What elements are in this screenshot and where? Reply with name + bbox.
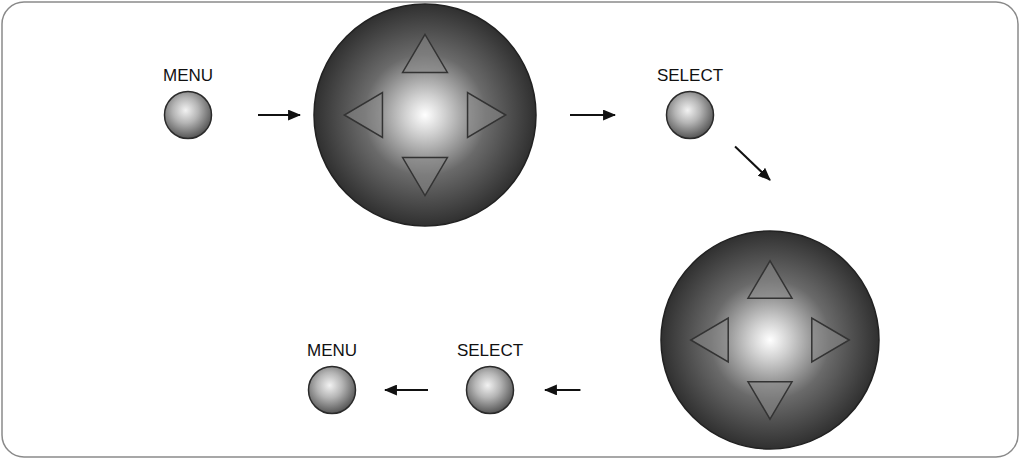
button-symbol	[465, 365, 515, 415]
button-label: MENU	[282, 340, 382, 362]
button-label: MENU	[138, 65, 238, 87]
flow-arrow	[735, 147, 770, 180]
flow-arrow	[545, 389, 580, 391]
direction-pad-symbol	[313, 3, 537, 227]
direction-arrow	[691, 318, 728, 362]
direction-pad-symbol	[660, 230, 880, 450]
push-button: MENU	[282, 340, 382, 415]
direction-arrow	[812, 318, 849, 362]
button-label: SELECT	[440, 340, 540, 362]
button-label: SELECT	[640, 65, 740, 87]
button-symbol	[307, 365, 357, 415]
button-symbol	[163, 90, 213, 140]
button-body	[467, 367, 514, 414]
flow-arrow	[258, 114, 300, 116]
pad-body	[661, 231, 879, 449]
direction-arrow	[468, 93, 506, 138]
button-body	[165, 92, 212, 139]
push-button: MENU	[138, 65, 238, 140]
button-body	[309, 367, 356, 414]
direction-pad	[660, 230, 880, 450]
direction-arrow	[403, 34, 448, 72]
direction-arrow	[403, 158, 448, 196]
direction-pad	[313, 3, 537, 227]
direction-arrow	[344, 93, 382, 138]
button-body	[667, 92, 714, 139]
push-button: SELECT	[640, 65, 740, 140]
flow-arrow	[385, 389, 428, 391]
push-button: SELECT	[440, 340, 540, 415]
direction-arrow	[748, 382, 792, 419]
pad-body	[314, 4, 536, 226]
flow-arrow	[570, 114, 615, 116]
button-symbol	[665, 90, 715, 140]
direction-arrow	[748, 261, 792, 298]
